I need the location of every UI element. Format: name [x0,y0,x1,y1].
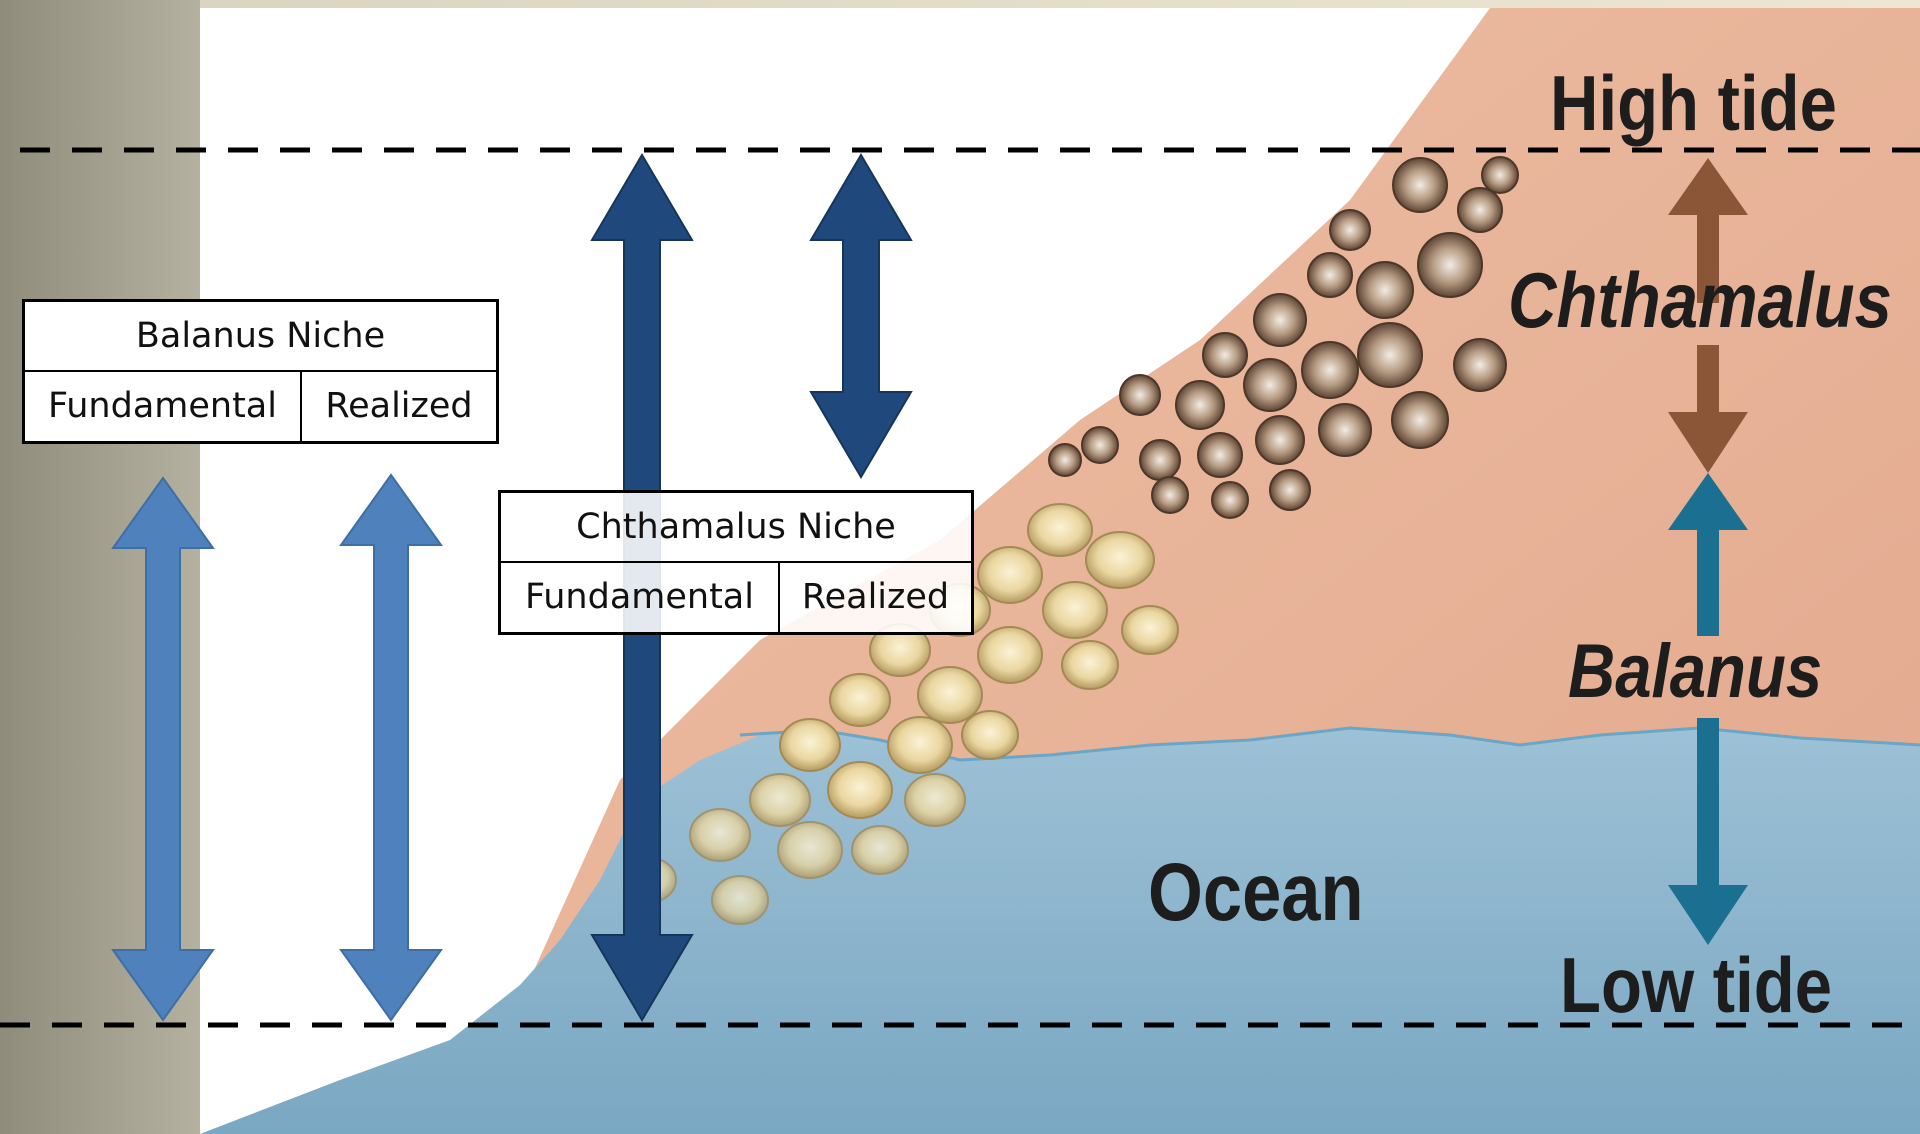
chthamalus-niche-row: Fundamental Realized [501,563,971,633]
balanus-niche-row: Fundamental Realized [25,372,496,442]
chthamalus-zone-label: Chthamalus [1508,255,1892,346]
chthamalus-niche-title: Chthamalus Niche [501,493,971,563]
ocean-water [200,728,1920,1134]
balanus-niche-title: Balanus Niche [25,302,496,372]
chthamalus-realized-label: Realized [780,563,971,633]
ocean-label: Ocean [1148,846,1364,940]
top-border-bar [0,0,1920,8]
balanus-fundamental-label: Fundamental [25,372,302,442]
balanus-zone-label: Balanus [1568,628,1822,715]
balanus-niche-table: Balanus Niche Fundamental Realized [22,299,499,444]
chthamalus-niche-table: Chthamalus Niche Fundamental Realized [498,490,974,635]
balanus-realized-arrow [341,475,441,1020]
balanus-realized-label: Realized [302,372,496,442]
chthamalus-realized-arrow [811,155,911,477]
high-tide-label: High tide [1550,58,1837,149]
low-tide-label: Low tide [1560,940,1832,1031]
chthamalus-fundamental-label: Fundamental [501,563,780,633]
